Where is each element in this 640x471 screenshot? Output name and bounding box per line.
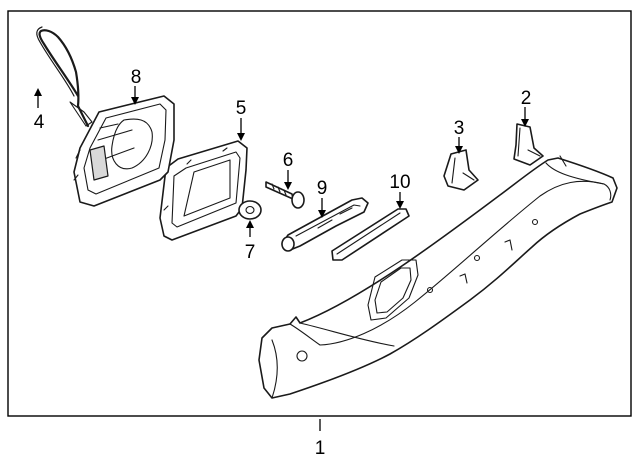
part-9-handle <box>281 197 369 252</box>
callout-9: 9 <box>317 178 328 199</box>
part-7-washer <box>238 200 262 220</box>
callout-8: 8 <box>131 67 142 88</box>
callout-3: 3 <box>454 118 465 139</box>
diagram-frame <box>7 10 632 417</box>
callout-10: 10 <box>389 172 410 193</box>
part-1-glove-box <box>258 155 618 399</box>
part-3-bracket <box>443 149 479 191</box>
part-2-bracket <box>513 123 544 166</box>
part-4-strap <box>36 26 93 128</box>
callout-1: 1 <box>315 438 326 459</box>
part-8-lock-housing <box>73 95 175 207</box>
callout-7: 7 <box>245 242 256 263</box>
callout-4: 4 <box>34 112 45 133</box>
callout-2: 2 <box>521 88 532 109</box>
leader-lines <box>34 86 529 431</box>
callout-5: 5 <box>236 98 247 119</box>
callout-6: 6 <box>283 150 294 171</box>
part-5-bezel <box>159 140 248 241</box>
part-10-trim-strip <box>331 208 410 261</box>
part-6-screw <box>265 181 305 209</box>
